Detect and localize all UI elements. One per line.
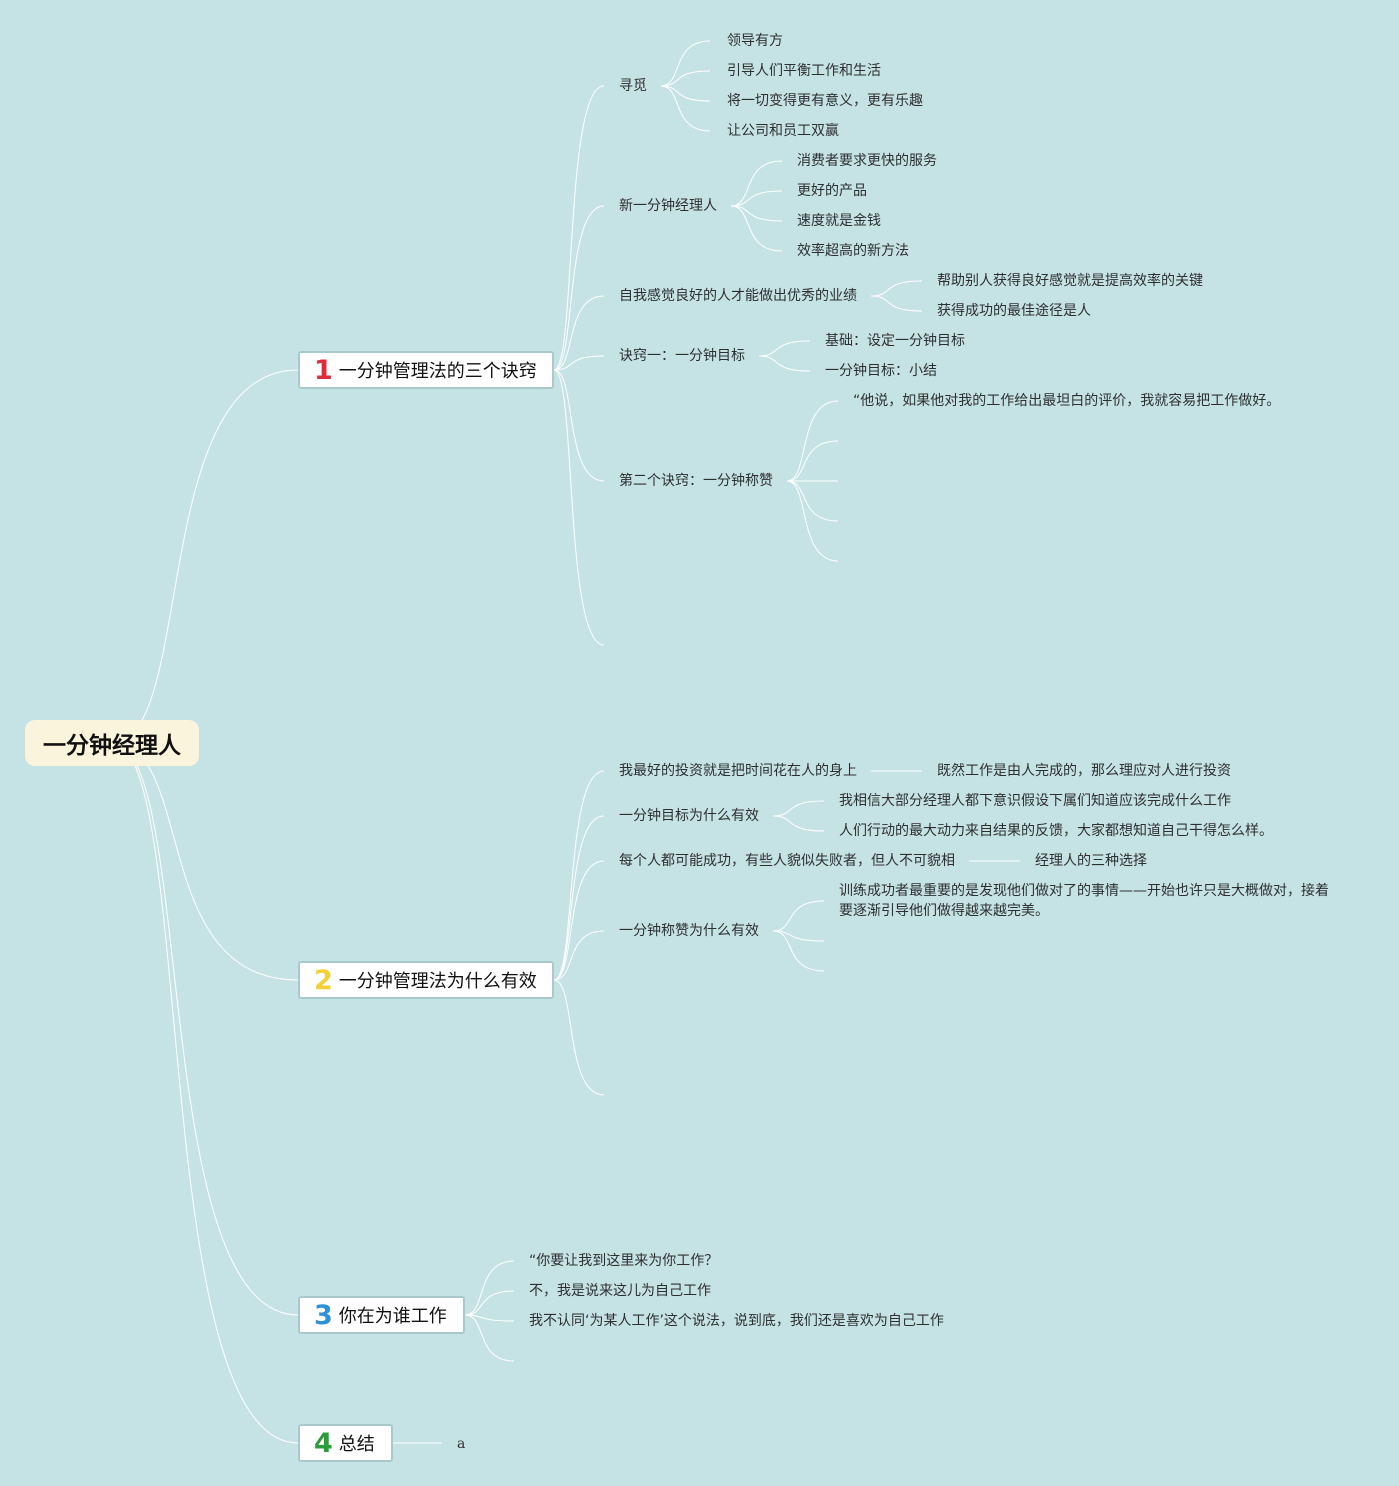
leaf[interactable]: 我不认同‘为某人工作’这个说法，说到底，我们还是喜欢为自己工作 [529,1313,944,1329]
connector-line [730,205,783,222]
branch-label: 你在为谁工作 [338,1306,447,1327]
topic-why-goal-works[interactable]: 一分钟目标为什么有效 [619,808,759,824]
leaf[interactable]: 消费者要求更快的服务 [797,153,937,169]
leaf[interactable]: “你要让我到这里来为你工作？ [529,1253,719,1269]
topic-everyone-can-succeed[interactable]: 每个人都可能成功，有些人貌似失败者，但人不可貌相 [619,853,955,869]
branch-label: 一分钟管理法的三个诀窍 [338,361,537,382]
connector-line [660,70,711,87]
connector-line [772,815,825,832]
number-2-icon: 2 [314,964,333,996]
number-1-icon: 1 [314,354,333,386]
connector-line [553,205,605,371]
connector-line [772,930,825,972]
root-connector [111,742,299,1316]
leaf[interactable]: 基础：设定一分钟目标 [825,333,965,349]
leaf[interactable]: 经理人的三种选择 [1035,853,1147,869]
root-topic[interactable]: 一分钟经理人 [25,720,199,766]
branch-2[interactable]: 2 一分钟管理法为什么有效 [298,961,554,999]
connector-line [786,400,839,482]
leaf[interactable]: 速度就是金钱 [797,213,881,229]
branch-4[interactable]: 4 总结 [298,1424,393,1462]
connector-line [553,770,605,981]
leaf[interactable]: 帮助别人获得良好感觉就是提高效率的关键 [937,273,1203,289]
number-4-icon: 4 [314,1427,333,1459]
connector-line [758,355,811,372]
topic-new-manager[interactable]: 新一分钟经理人 [619,198,717,214]
connector-line [730,160,783,207]
leaf[interactable]: 让公司和员工双赢 [727,123,839,139]
branch-label: 一分钟管理法为什么有效 [338,971,537,992]
number-3-icon: 3 [314,1299,333,1331]
leaf[interactable]: 领导有方 [727,33,783,49]
connector-line [772,800,825,817]
connector-line [772,930,825,942]
connector-line [464,1314,515,1322]
leaf[interactable]: 我相信大部分经理人都下意识假设下属们知道应该完成什么工作 [839,793,1231,809]
connector-line [660,40,711,87]
leaf[interactable]: a [457,1436,466,1452]
connector-line [553,85,605,371]
connector-line [772,900,825,932]
branch-label: 总结 [338,1434,375,1455]
connector-line [730,190,783,207]
topic-feel-good[interactable]: 自我感觉良好的人才能做出优秀的业绩 [619,288,857,304]
connector-line [730,205,783,252]
connector-line [553,860,605,981]
leaf[interactable]: 效率超高的新方法 [797,243,909,259]
connector-line [786,480,839,522]
connector-line [660,85,711,132]
connector-line [553,815,605,981]
branch-3[interactable]: 3 你在为谁工作 [298,1296,465,1334]
leaf[interactable]: 人们行动的最大动力来自结果的反馈，大家都想知道自己干得怎么样。 [839,823,1273,839]
branch-1[interactable]: 1 一分钟管理法的三个诀窍 [298,351,554,389]
leaf[interactable]: 既然工作是由人完成的，那么理应对人进行投资 [937,763,1231,779]
topic-best-investment[interactable]: 我最好的投资就是把时间花在人的身上 [619,763,857,779]
leaf[interactable]: 训练成功者最重要的是发现他们做对了的事情——开始也许只是大概做对，接着要逐渐引导… [839,883,1329,919]
topic-one-minute-praise[interactable]: 第二个诀窍：一分钟称赞 [619,473,773,489]
root-connector [111,369,299,744]
connector-line [660,85,711,102]
connector-line [464,1290,515,1316]
connector-line [553,930,605,981]
topic-seek[interactable]: 寻觅 [619,78,647,94]
connector-line [786,480,839,562]
connector-line [553,355,605,371]
leaf[interactable]: 引导人们平衡工作和生活 [727,63,881,79]
connector-line [464,1260,515,1316]
connector-line [870,280,923,297]
connector-line [464,1314,515,1362]
topic-why-praise-works[interactable]: 一分钟称赞为什么有效 [619,923,759,939]
leaf[interactable]: 获得成功的最佳途径是人 [937,303,1091,319]
leaf[interactable]: 不，我是说来这儿为自己工作 [529,1283,711,1299]
connector-line [553,979,605,1096]
topic-one-minute-goal[interactable]: 诀窍一：一分钟目标 [619,348,745,364]
connector-line [758,340,811,357]
connector-line [870,295,923,312]
root-connector [111,742,299,1444]
connector-line [553,369,605,482]
leaf[interactable]: 将一切变得更有意义，更有乐趣 [727,93,923,109]
leaf[interactable]: “他说，如果他对我的工作给出最坦白的评价，我就容易把工作做好。 [853,393,1281,409]
connector-line [553,369,605,646]
connector-line [553,295,605,371]
leaf[interactable]: 一分钟目标：小结 [825,363,937,379]
connector-line [786,440,839,482]
leaf[interactable]: 更好的产品 [797,183,867,199]
